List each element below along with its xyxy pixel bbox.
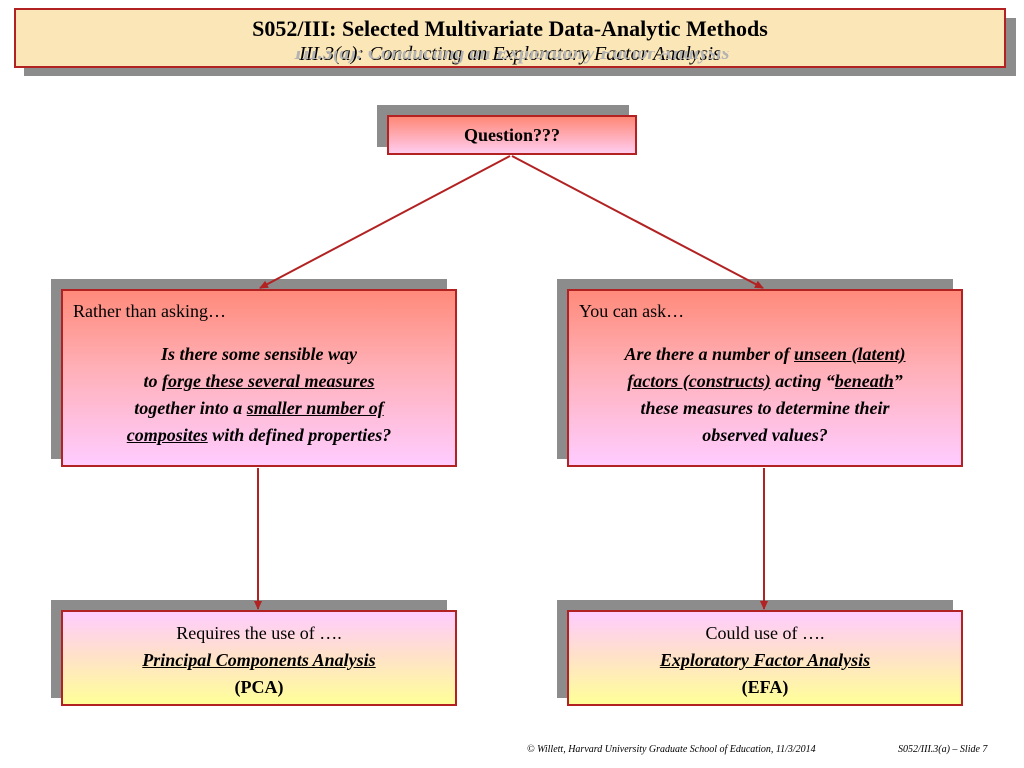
arrow-question-to-left	[259, 155, 511, 289]
left-question-box: Rather than asking… Is there some sensib…	[61, 289, 457, 467]
efa-method: Exploratory Factor Analysis	[659, 650, 871, 670]
efa-box: Could use of …. Exploratory Factor Analy…	[567, 610, 963, 706]
pca-intro: Requires the use of ….	[176, 623, 342, 643]
pca-method: Principal Components Analysis	[142, 650, 376, 670]
question-box: Question???	[387, 115, 637, 155]
right-question-box: You can ask… Are there a number of unsee…	[567, 289, 963, 467]
pca-box: Requires the use of …. Principal Compone…	[61, 610, 457, 706]
efa-abbr: (EFA)	[741, 677, 789, 697]
pca-abbr: (PCA)	[234, 677, 284, 697]
left-lead: Rather than asking…	[73, 301, 226, 321]
slide-title: S052/III: Selected Multivariate Data-Ana…	[252, 16, 768, 41]
question-label: Question???	[463, 125, 560, 145]
footer-copyright: © Willett, Harvard University Graduate S…	[527, 744, 816, 755]
right-lead: You can ask…	[579, 301, 685, 321]
left-question-text: Is there some sensible way to forge thes…	[126, 344, 392, 445]
efa-intro: Could use of ….	[705, 623, 825, 643]
subtitle-shadow-text: III.3(a): Conducting an Exploratory Fact…	[294, 51, 730, 64]
slide-subtitle: III.3(a): Conducting an Exploratory Fact…	[299, 43, 721, 65]
right-question-text: Are there a number of unseen (latent) fa…	[624, 344, 906, 445]
footer-slide-number: S052/III.3(a) – Slide 7	[898, 744, 988, 755]
title-box: S052/III: Selected Multivariate Data-Ana…	[14, 8, 1006, 68]
arrow-question-to-right	[511, 155, 764, 289]
